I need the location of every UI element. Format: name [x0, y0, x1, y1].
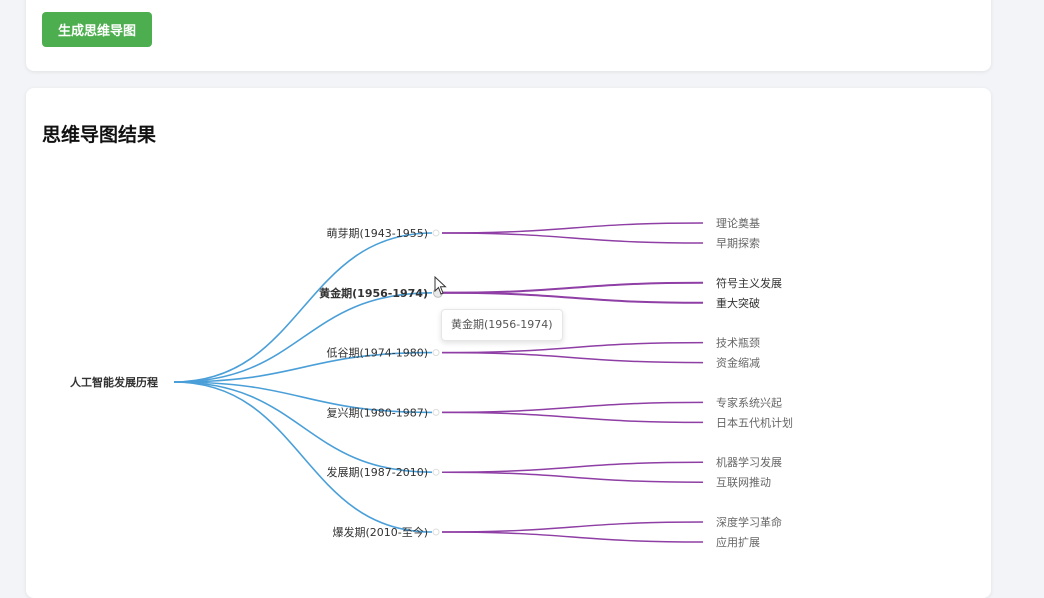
branch-node[interactable]: 萌芽期(1943-1955)	[326, 226, 428, 240]
branch-link	[441, 291, 704, 304]
branch-link	[441, 401, 704, 414]
root-link	[173, 381, 433, 414]
branch-link	[441, 351, 704, 364]
branch-link	[441, 281, 704, 294]
leaf-node[interactable]: 互联网推动	[716, 475, 771, 489]
branch-link	[441, 222, 704, 234]
branch-node-handle[interactable]	[432, 468, 440, 476]
node-tooltip: 黄金期(1956-1974)	[441, 309, 563, 341]
branch-node-handle[interactable]	[432, 349, 440, 357]
mouse-cursor-icon	[434, 276, 447, 295]
leaf-node[interactable]: 机器学习发展	[716, 455, 782, 469]
branch-link	[441, 521, 704, 533]
branch-node[interactable]: 爆发期(2010-至今)	[332, 525, 428, 539]
branch-link	[441, 341, 704, 354]
mindmap-canvas: 理论奠基早期探索萌芽期(1943-1955)符号主义发展重大突破黄金期(1956…	[70, 216, 793, 549]
generate-mindmap-button[interactable]: 生成思维导图	[42, 12, 152, 47]
branch-node[interactable]: 低谷期(1974-1980)	[326, 347, 428, 360]
branch-link	[441, 471, 704, 483]
leaf-node[interactable]: 深度学习革命	[716, 515, 782, 529]
branch-node-handle[interactable]	[432, 528, 440, 536]
branch-node[interactable]: 发展期(1987-2010)	[326, 465, 428, 479]
leaf-node[interactable]: 技术瓶颈	[716, 336, 760, 350]
branch-node-handle[interactable]	[432, 229, 440, 237]
branch-link	[441, 461, 704, 473]
leaf-node[interactable]: 理论奠基	[716, 216, 760, 230]
branch-link	[441, 531, 704, 543]
leaf-node[interactable]: 专家系统兴起	[716, 395, 782, 409]
branch-node-handle[interactable]	[432, 408, 440, 416]
leaf-node[interactable]: 符号主义发展	[716, 276, 782, 290]
leaf-node[interactable]: 早期探索	[716, 236, 760, 250]
root-link	[173, 292, 433, 383]
leaf-node[interactable]: 应用扩展	[716, 535, 760, 549]
input-card: 生成思维导图	[26, 0, 991, 71]
branch-link	[441, 232, 704, 244]
branch-node[interactable]: 黄金期(1956-1974)	[319, 286, 428, 300]
root-link	[173, 232, 433, 383]
leaf-node[interactable]: 日本五代机计划	[716, 415, 793, 429]
result-title: 思维导图结果	[42, 124, 157, 146]
root-link	[173, 381, 433, 473]
leaf-node[interactable]: 重大突破	[716, 296, 760, 310]
root-node[interactable]: 人工智能发展历程	[70, 375, 158, 389]
root-link	[173, 381, 433, 533]
leaf-node[interactable]: 资金缩减	[716, 356, 760, 370]
branch-node[interactable]: 复兴期(1980-1987)	[326, 405, 428, 419]
branch-link	[441, 411, 704, 424]
root-link	[173, 351, 433, 383]
result-card: 思维导图结果	[26, 88, 991, 598]
